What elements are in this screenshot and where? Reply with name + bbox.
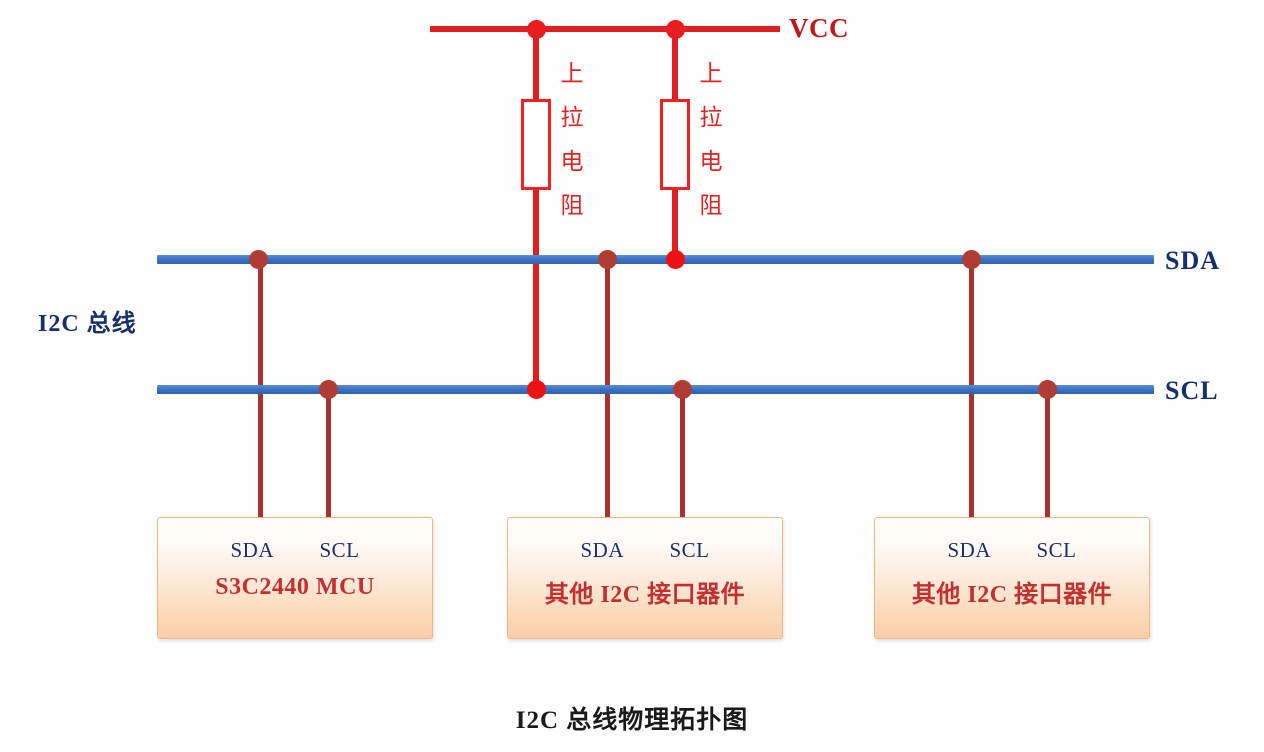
device-box-2[interactable]: SDA SCL 其他 I2C 接口器件 bbox=[507, 517, 783, 639]
pullup-wire-bottom-1 bbox=[533, 190, 539, 392]
sda-junction-device-3 bbox=[962, 250, 981, 269]
sda-junction-device-2 bbox=[598, 250, 617, 269]
diagram-caption: I2C 总线物理拓扑图 bbox=[515, 707, 749, 734]
device-1-name: S3C2440 MCU bbox=[215, 574, 375, 600]
pullup-1-char-3: 电 bbox=[560, 149, 584, 174]
scl-bus-line bbox=[157, 385, 1154, 394]
vcc-label: VCC bbox=[789, 13, 849, 43]
pullup-resistor-1 bbox=[521, 99, 551, 190]
device-box-3[interactable]: SDA SCL 其他 I2C 接口器件 bbox=[874, 517, 1150, 639]
device-2-pin-row: SDA SCL bbox=[508, 538, 782, 563]
scl-junction-pullup bbox=[527, 380, 546, 399]
scl-junction-device-2 bbox=[673, 380, 692, 399]
device-1-pin-scl: SCL bbox=[319, 538, 360, 562]
pullup-1-char-4: 阻 bbox=[560, 193, 584, 218]
device-3-pin-row: SDA SCL bbox=[875, 538, 1149, 563]
pullup-wire-top-1 bbox=[533, 29, 539, 99]
device-3-name: 其他 I2C 接口器件 bbox=[911, 582, 1113, 608]
device-3-pin-scl: SCL bbox=[1036, 538, 1077, 562]
pullup-resistor-1-label: 上 拉 电 阻 bbox=[558, 52, 586, 228]
device-1-scl-wire bbox=[326, 389, 331, 517]
pullup-2-char-3: 电 bbox=[699, 149, 723, 174]
device-2-scl-wire bbox=[680, 389, 685, 517]
device-2-name: 其他 I2C 接口器件 bbox=[544, 582, 746, 608]
pullup-2-char-2: 拉 bbox=[699, 105, 723, 130]
device-2-pin-sda: SDA bbox=[580, 538, 624, 562]
pullup-1-char-1: 上 bbox=[560, 61, 584, 86]
scl-bus-label: SCL bbox=[1165, 376, 1219, 405]
device-3-scl-wire bbox=[1045, 389, 1050, 517]
pullup-wire-bottom-2 bbox=[672, 190, 678, 262]
pullup-1-char-2: 拉 bbox=[560, 105, 584, 130]
sda-bus-line bbox=[157, 255, 1154, 264]
pullup-resistor-2 bbox=[660, 99, 690, 190]
device-1-pin-row: SDA SCL bbox=[158, 538, 432, 563]
pullup-wire-top-2 bbox=[672, 29, 678, 99]
scl-junction-device-3 bbox=[1038, 380, 1057, 399]
i2c-bus-group-label: I2C 总线 bbox=[38, 311, 137, 337]
sda-bus-label: SDA bbox=[1165, 246, 1221, 275]
device-1-pin-sda: SDA bbox=[230, 538, 274, 562]
sda-junction-device-1 bbox=[249, 250, 268, 269]
device-3-pin-sda: SDA bbox=[947, 538, 991, 562]
pullup-2-char-4: 阻 bbox=[699, 193, 723, 218]
scl-junction-device-1 bbox=[319, 380, 338, 399]
device-2-pin-scl: SCL bbox=[669, 538, 710, 562]
pullup-resistor-2-label: 上 拉 电 阻 bbox=[697, 52, 725, 228]
device-box-1[interactable]: SDA SCL S3C2440 MCU bbox=[157, 517, 433, 639]
pullup-2-char-1: 上 bbox=[699, 61, 723, 86]
vcc-rail-wire bbox=[430, 26, 780, 32]
sda-junction-pullup bbox=[666, 250, 685, 269]
